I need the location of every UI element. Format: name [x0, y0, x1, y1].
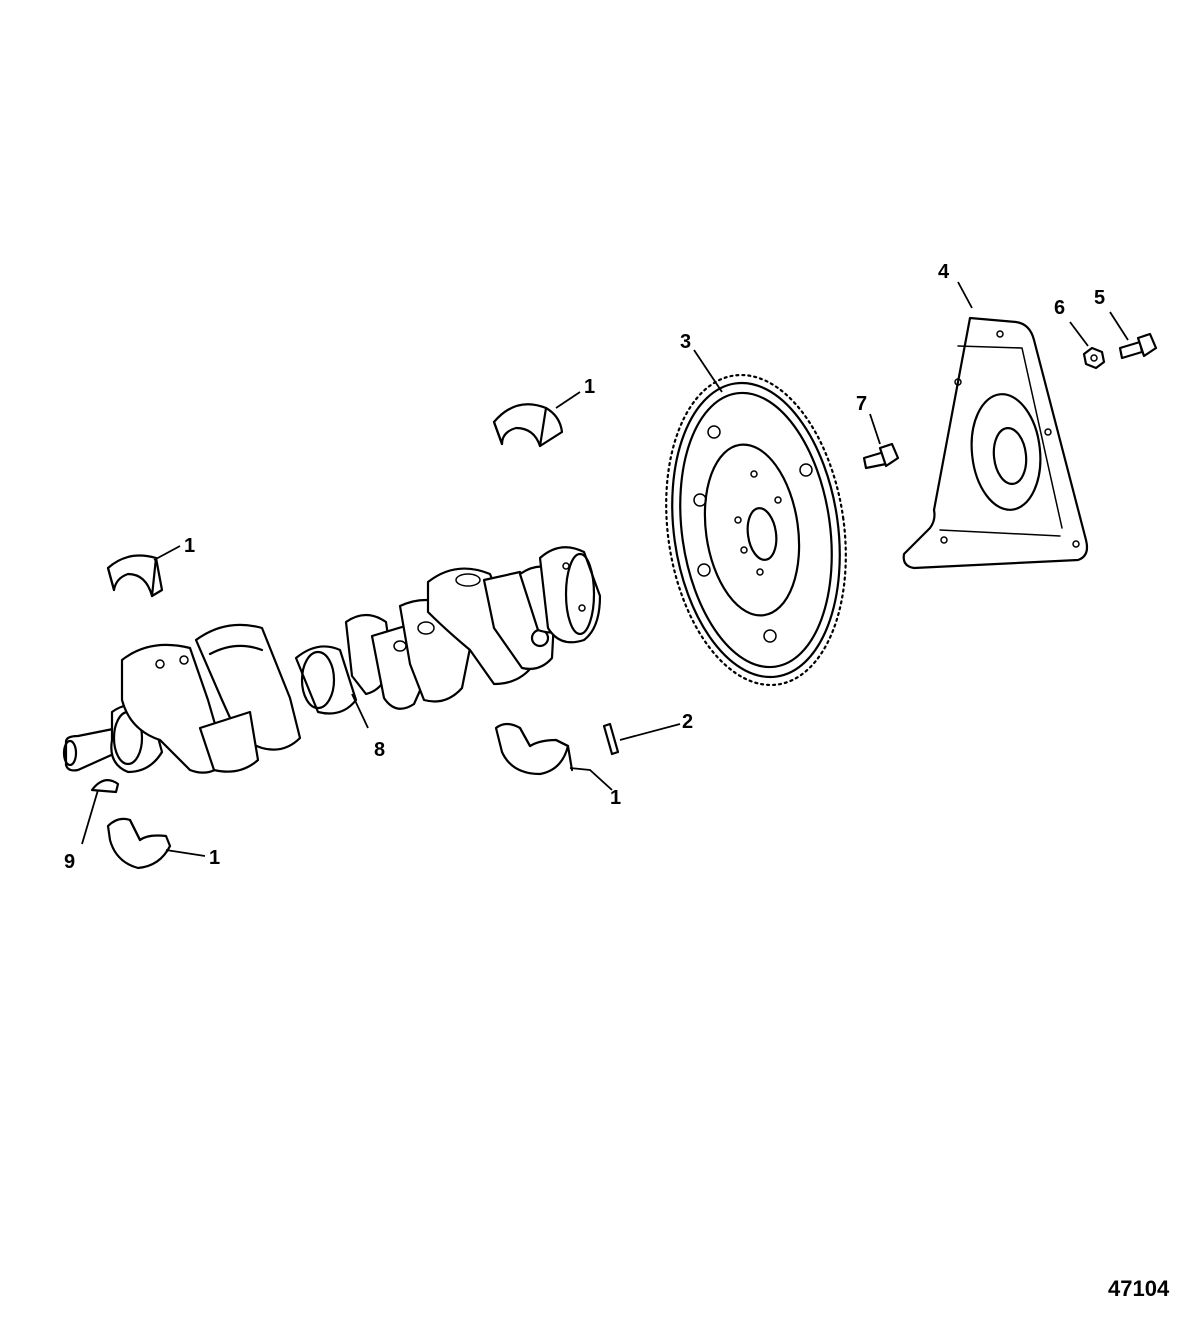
callout-hex-nut: 6 — [1054, 297, 1065, 319]
dowel-pin — [602, 722, 620, 756]
hex-nut — [1082, 346, 1106, 370]
bearing-half-upper-left — [106, 554, 164, 598]
callout-bolt-upper: 5 — [1094, 287, 1105, 309]
crankshaft — [62, 546, 602, 774]
callout-bearing-upper-left: 1 — [184, 535, 195, 557]
bearing-half-upper-center — [492, 403, 564, 448]
flywheel — [665, 373, 847, 687]
bolt-lower — [862, 442, 900, 470]
callout-drive-plate: 4 — [938, 261, 950, 283]
callout-bearing-lower-center: 1 — [610, 787, 621, 809]
callout-bearing-upper-center: 1 — [584, 376, 595, 398]
woodruff-key — [90, 779, 120, 794]
bearing-half-lower-center — [494, 722, 574, 776]
callout-flywheel: 3 — [680, 331, 691, 353]
drive-plate — [902, 316, 1089, 570]
bolt-upper — [1118, 332, 1158, 360]
callout-woodruff-key: 9 — [64, 851, 75, 873]
bearing-half-lower-left — [106, 817, 172, 870]
figure-number: 47104 — [1108, 1276, 1170, 1301]
callout-crankshaft: 8 — [374, 739, 385, 761]
callout-bolt-lower: 7 — [856, 393, 867, 415]
callout-dowel-pin: 2 — [682, 711, 693, 733]
callout-bearing-lower-left: 1 — [209, 847, 220, 869]
leader-lines — [81, 281, 1129, 857]
